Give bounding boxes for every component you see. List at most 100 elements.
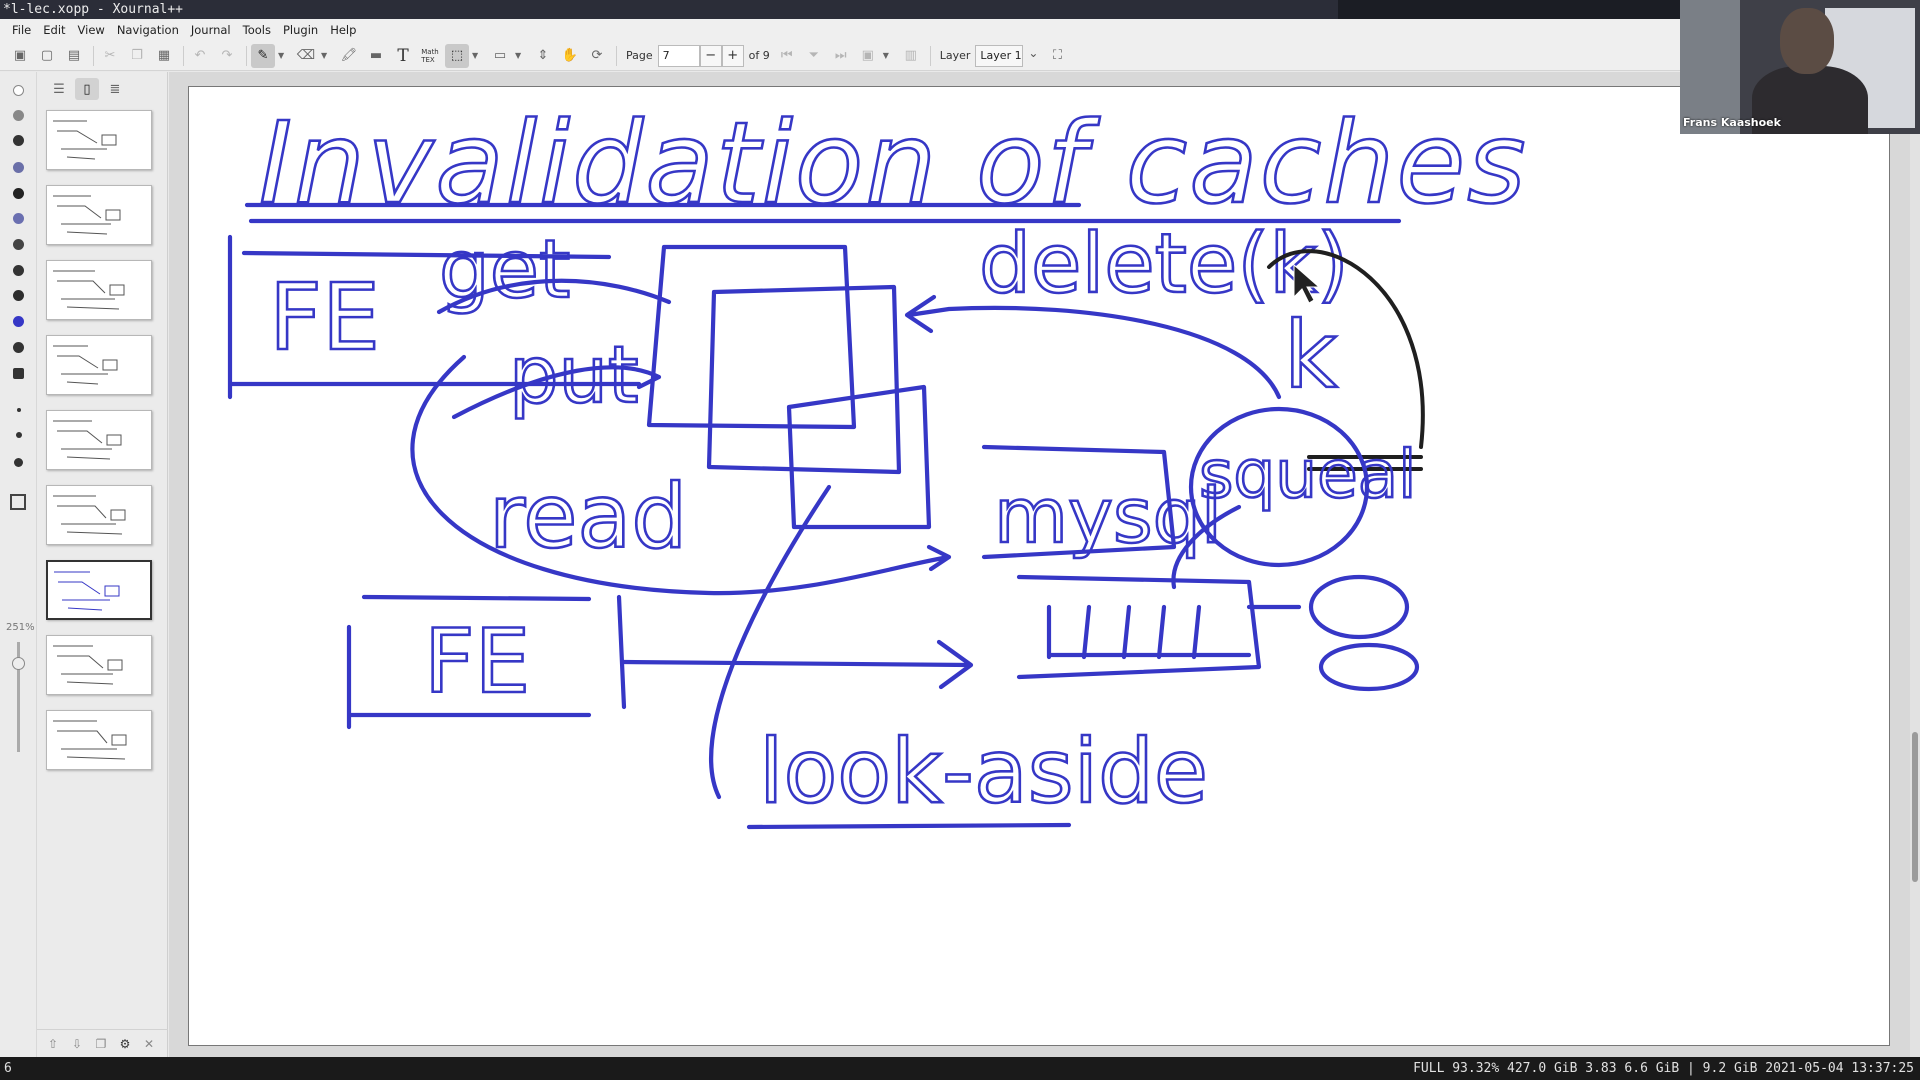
- tab-table-of-contents[interactable]: ☰: [53, 81, 65, 97]
- tab-page-preview[interactable]: ▯: [75, 78, 99, 100]
- menu-help[interactable]: Help: [330, 23, 357, 37]
- rotation-snap-icon[interactable]: ⟳: [591, 48, 603, 63]
- zoom-slider-handle[interactable]: [12, 657, 25, 670]
- menu-view[interactable]: View: [77, 23, 105, 37]
- fill-toggle-icon[interactable]: [10, 494, 26, 510]
- page-thumbnail[interactable]: [46, 260, 152, 320]
- disk-base: [1318, 642, 1420, 692]
- note-title: Invalidation of caches: [259, 99, 1528, 229]
- squeal-circle: [1188, 406, 1370, 568]
- delete-arrow: [904, 294, 1282, 400]
- eraser-icon[interactable]: ⌫: [296, 48, 316, 63]
- delete-page-sidebar-icon[interactable]: ✕: [143, 1036, 155, 1051]
- page-thumbnail[interactable]: [46, 710, 152, 770]
- vertical-scrollbar-thumb[interactable]: [1912, 732, 1918, 882]
- thumbnail-ink: [53, 345, 118, 385]
- page-thumbnail[interactable]: [46, 410, 152, 470]
- page-thumbnail[interactable]: [46, 110, 152, 170]
- menu-journal[interactable]: Journal: [190, 23, 231, 37]
- participant-name: Frans Kaashoek: [1683, 116, 1781, 129]
- zoom-readout: 251%: [6, 622, 35, 633]
- redo-icon[interactable]: ↷: [221, 48, 233, 63]
- page-thumbnail[interactable]: [46, 560, 152, 620]
- pen-icon[interactable]: ✎: [251, 43, 275, 68]
- color-dark-icon[interactable]: [13, 188, 24, 199]
- text-icon[interactable]: T: [397, 45, 409, 66]
- select-region-icon[interactable]: ⬚: [445, 43, 469, 68]
- fullscreen-icon[interactable]: ⛶: [1052, 48, 1062, 63]
- color-black-icon[interactable]: [13, 135, 24, 146]
- mouse-cursor-icon: [1293, 263, 1321, 304]
- image-icon[interactable]: ▬: [369, 48, 383, 63]
- new-page-icon[interactable]: ▢: [40, 48, 54, 63]
- menu-file[interactable]: File: [12, 23, 32, 37]
- delete-label: delete(k): [979, 217, 1349, 312]
- highlighter-icon[interactable]: 🖍: [340, 48, 358, 63]
- menu-plugin[interactable]: Plugin: [282, 23, 319, 37]
- color-square-icon[interactable]: [13, 368, 24, 379]
- whiteboard-page[interactable]: Invalidation of caches FE get put delete…: [188, 86, 1890, 1046]
- undo-icon[interactable]: ↶: [194, 48, 206, 63]
- thick-size-icon[interactable]: [14, 458, 23, 467]
- cut-icon[interactable]: ✂: [104, 48, 116, 63]
- delete-page-icon[interactable]: ▥: [904, 48, 917, 63]
- menu-tools[interactable]: Tools: [242, 23, 271, 37]
- color-black-4-icon[interactable]: [13, 342, 24, 353]
- page-thumbnail[interactable]: [46, 335, 152, 395]
- vertical-scrollbar[interactable]: [1910, 72, 1920, 1057]
- tab-layer-preview[interactable]: ≣: [109, 81, 121, 97]
- shape-dropdown-icon[interactable]: ▼: [515, 51, 522, 60]
- fe-top-box: [227, 234, 642, 400]
- paste-icon[interactable]: ▦: [157, 48, 171, 63]
- insert-page-icon[interactable]: ▣: [861, 48, 874, 63]
- move-page-down-icon[interactable]: ⇩: [71, 1036, 83, 1051]
- page-decrement-button[interactable]: −: [699, 44, 722, 67]
- copy-icon[interactable]: ❐: [131, 48, 143, 63]
- copy-page-icon[interactable]: ❐: [95, 1036, 107, 1051]
- page-settings-icon[interactable]: ⚙: [119, 1036, 131, 1051]
- select-dropdown-icon[interactable]: ▼: [472, 51, 479, 60]
- document-canvas[interactable]: Invalidation of caches FE get put delete…: [169, 72, 1920, 1057]
- participant-head: [1780, 8, 1834, 74]
- page-increment-button[interactable]: +: [721, 44, 744, 67]
- insert-page-dropdown-icon[interactable]: ▼: [882, 51, 889, 60]
- color-black-3-icon[interactable]: [13, 290, 24, 301]
- thin-size-icon[interactable]: [17, 408, 21, 412]
- page-thumbnail-sketch: [53, 645, 123, 685]
- page-number-input[interactable]: 7: [657, 44, 700, 67]
- open-icon[interactable]: ▤: [67, 48, 81, 63]
- color-black-2-icon[interactable]: [13, 265, 24, 276]
- page-preview-sidebar: ☰ ▯ ≣ ⇧ ⇩ ❐ ⚙ ✕: [37, 72, 168, 1057]
- previous-page-icon[interactable]: ⏷: [808, 48, 819, 63]
- zoom-slider-track[interactable]: [17, 642, 20, 752]
- put-label: put: [509, 331, 639, 421]
- save-icon[interactable]: ▣: [13, 48, 27, 63]
- page-thumbnail[interactable]: [46, 185, 152, 245]
- thumbnail-ink: [54, 571, 120, 611]
- hand-icon[interactable]: ✋: [561, 48, 579, 63]
- color-gray-icon[interactable]: [13, 110, 24, 121]
- sidebar-tabs: ☰ ▯ ≣: [47, 78, 127, 100]
- color-slate-icon[interactable]: [13, 162, 24, 173]
- menu-edit[interactable]: Edit: [43, 23, 66, 37]
- thumbnail-ink: [53, 120, 117, 160]
- menu-navigation[interactable]: Navigation: [116, 23, 179, 37]
- color-blue-icon[interactable]: [13, 316, 24, 327]
- layer-select[interactable]: Layer 1: [975, 43, 1038, 67]
- color-charcoal-icon[interactable]: [13, 239, 24, 250]
- shape-icon[interactable]: ▭: [493, 48, 507, 63]
- color-lavender-icon[interactable]: [13, 213, 24, 224]
- move-page-up-icon[interactable]: ⇧: [47, 1036, 59, 1051]
- page-thumbnail[interactable]: [46, 635, 152, 695]
- next-page-icon[interactable]: ⏭: [834, 48, 847, 63]
- color-white-icon[interactable]: [13, 85, 24, 96]
- vertical-space-icon[interactable]: ⇕: [537, 48, 549, 63]
- medium-size-icon[interactable]: [16, 432, 22, 438]
- toolbar-separator: [929, 45, 931, 66]
- first-page-icon[interactable]: ⏮: [780, 48, 793, 63]
- pen-dropdown-icon[interactable]: ▼: [278, 51, 285, 60]
- video-background-wall: [1680, 0, 1740, 134]
- page-thumbnail[interactable]: [46, 485, 152, 545]
- eraser-dropdown-icon[interactable]: ▼: [321, 51, 328, 60]
